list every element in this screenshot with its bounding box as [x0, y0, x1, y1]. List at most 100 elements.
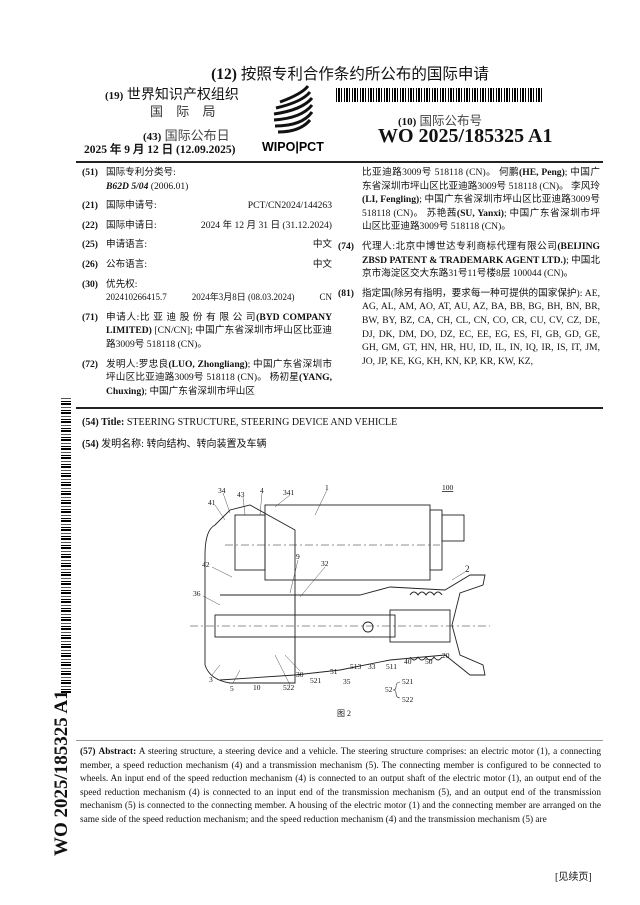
inid-code: (72) [82, 358, 98, 370]
patent-drawing: 34 43 4 341 1 100 41 42 9 32 2 36 3 5 10… [190, 475, 490, 720]
inid-code: (71) [82, 311, 98, 323]
ipc-code: B62D 5/04 [106, 180, 149, 192]
inventor-address: ; 中国广东省深圳市坪山区比亚迪路3009号 518118 (CN)。 杨初星 [106, 358, 332, 384]
label: 国际公布日 [164, 128, 230, 143]
document-type-title: (12) 按照专利合作条约所公布的国际申请 [30, 62, 640, 84]
logo-text: WIPO|PCT [262, 140, 324, 154]
inid-code: (57) [80, 747, 96, 757]
label: 指定国(除另有指明，要求每一种可提供的国家保护): [362, 287, 583, 299]
applicant-field: (71)申请人:比 亚 迪 股 份 有 限 公 司(BYD COMPANY LI… [82, 311, 332, 352]
priority-country: CN [319, 292, 332, 303]
ref-51: 51 [330, 667, 338, 676]
organization: (19) 世界知识产权组织 [105, 84, 239, 104]
inventor-address: 比亚迪路3009号 518118 (CN)。 何鹏 [362, 167, 520, 178]
label: 发明名称: [101, 439, 144, 450]
inid-code: (51) [82, 167, 98, 178]
inventor-address: ; 中国广东省深圳市坪山区 [144, 385, 255, 397]
inventor-name-en: (HE, Peng) [519, 167, 565, 178]
ref-3: 3 [209, 675, 213, 684]
label: 国际专利分类号: [106, 167, 176, 178]
label: 国际公布号 [419, 114, 482, 128]
label: 发明人: [106, 358, 139, 370]
ipc-version: (2006.01) [148, 180, 189, 192]
designated-states-field: (81) 指定国(除另有指明，要求每一种可提供的国家保护): AE, AG, AL… [338, 287, 600, 369]
ref-36: 36 [193, 589, 201, 598]
label: 国际申请日: [106, 219, 157, 231]
connector [441, 514, 465, 542]
inid-code: (19) [105, 90, 124, 102]
label: 国际申请号: [106, 200, 157, 212]
ref-4: 4 [260, 486, 264, 495]
publication-date-label: (43) 国际公布日 [143, 125, 230, 144]
application-date-field: (22) 国际申请日: 2024 年 12 月 31 日 (31.12.2024) [82, 219, 332, 233]
agent-field: (74)代理人:北京中博世达专利商标代理有限公司(BEIJING ZBSD PA… [338, 240, 600, 281]
ref-5: 5 [230, 684, 234, 693]
inventor-name: 罗忠良 [138, 358, 169, 370]
divider [76, 740, 603, 741]
ref-2: 2 [465, 564, 470, 574]
applicant-address: [CN/CN]; 中国广东省深圳市坪山区比亚迪路3009号 518118 (CN… [106, 325, 332, 350]
abstract-text: A steering structure, a steering device … [80, 747, 602, 825]
inid-code: (54) [82, 439, 99, 450]
divider [76, 407, 603, 409]
vertical-barcode [61, 397, 71, 693]
applicant-name-cn: 比 亚 迪 股 份 有 限 公 司 [139, 311, 257, 323]
inid-code: (12) [211, 66, 237, 83]
ref-20: 20 [442, 651, 450, 660]
inid-code: (25) [82, 239, 98, 251]
abstract-label: Abstract: [98, 747, 137, 757]
ref-513: 513 [350, 662, 362, 671]
publication-date: 2025 年 9 月 12 日 (12.09.2025) [84, 144, 236, 156]
inventors-field: (72)发明人:罗忠良(LUO, Zhongliang); 中国广东省深圳市坪山… [82, 358, 332, 399]
inid-code: (74) [338, 240, 354, 252]
title-text: STEERING STRUCTURE, STEERING DEVICE AND … [126, 417, 398, 428]
boot [409, 591, 443, 661]
inid-code: (81) [338, 287, 354, 299]
publication-number-label: (10) 国际公布号 [398, 110, 482, 129]
inventors-continued: 比亚迪路3009号 518118 (CN)。 何鹏(HE, Peng); 中国广… [362, 166, 600, 234]
ref-43: 43 [237, 490, 245, 499]
designated-states: AE, AG, AL, AM, AO, AT, AU, AZ, BA, BB, … [362, 287, 600, 367]
publication-number: WO 2025/185325 A1 [378, 125, 553, 147]
ref-522-brace: 522 [402, 695, 414, 704]
inventor-name-en: (LUO, Zhongliang) [168, 358, 248, 370]
ref-511: 511 [386, 662, 397, 671]
publication-language: 中文 [312, 258, 332, 270]
inventor-address: ; 中国广东省深圳市坪山区比亚迪路3009号 518118 (CN)。 苏艳茜 [362, 194, 600, 219]
ref-35: 35 [343, 677, 351, 686]
document-type-text: 按照专利合作条约所公布的国际申请 [240, 66, 489, 83]
inventor-name-en: (SU, Yanxi) [456, 207, 504, 219]
ref-34: 34 [218, 486, 226, 495]
inventor-address: ; 中国广东省深圳市坪山区比亚迪路3009号 518118 (CN)。 李风玲 [362, 167, 600, 192]
inid-code: (21) [82, 200, 98, 212]
ref-52: 52 [385, 685, 393, 694]
divider [76, 161, 603, 163]
ref-521-brace: 521 [402, 677, 414, 686]
title-text: 转向结构、转向装置及车辆 [146, 439, 267, 450]
filing-language-field: (25)申请语言:中文 [82, 238, 332, 252]
application-date: 2024 年 12 月 31 日 (31.12.2024) [200, 219, 332, 231]
barcode [336, 88, 542, 102]
gear-housing [204, 504, 296, 684]
ref-30: 30 [296, 670, 304, 679]
label: 优先权: [106, 278, 138, 290]
bibliographic-left-column: (51) 国际专利分类号: B62D 5/04 (2006.01) (21) 国际申请… [82, 166, 332, 404]
inventor-address: ; 中国广东省深圳市坪山区比亚迪路3009号 518118 (CN)。 [362, 207, 600, 233]
ref-521: 521 [310, 676, 322, 685]
inid-code: (43) [143, 131, 162, 143]
steering-structure-figure: 34 43 4 341 1 100 41 42 9 32 2 36 3 5 10… [190, 483, 490, 718]
filing-language: 中文 [312, 239, 332, 251]
organization-name: 世界知识产权组织 [126, 88, 239, 103]
ref-100: 100 [442, 483, 454, 492]
ref-10: 10 [253, 683, 261, 692]
inventor-name-en: (YANG, Chuxing) [106, 372, 332, 397]
application-number: PCT/CN2024/144263 [247, 200, 332, 212]
inid-code: (26) [82, 258, 98, 270]
ref-1: 1 [325, 483, 329, 492]
organization-bureau: 国 际 局 [150, 104, 221, 119]
bibliographic-right-column: 比亚迪路3009号 518118 (CN)。 何鹏(HE, Peng); 中国广… [338, 166, 600, 374]
ref-33: 33 [368, 662, 376, 671]
label: Title: [101, 417, 125, 428]
inid-code: (22) [82, 219, 98, 231]
